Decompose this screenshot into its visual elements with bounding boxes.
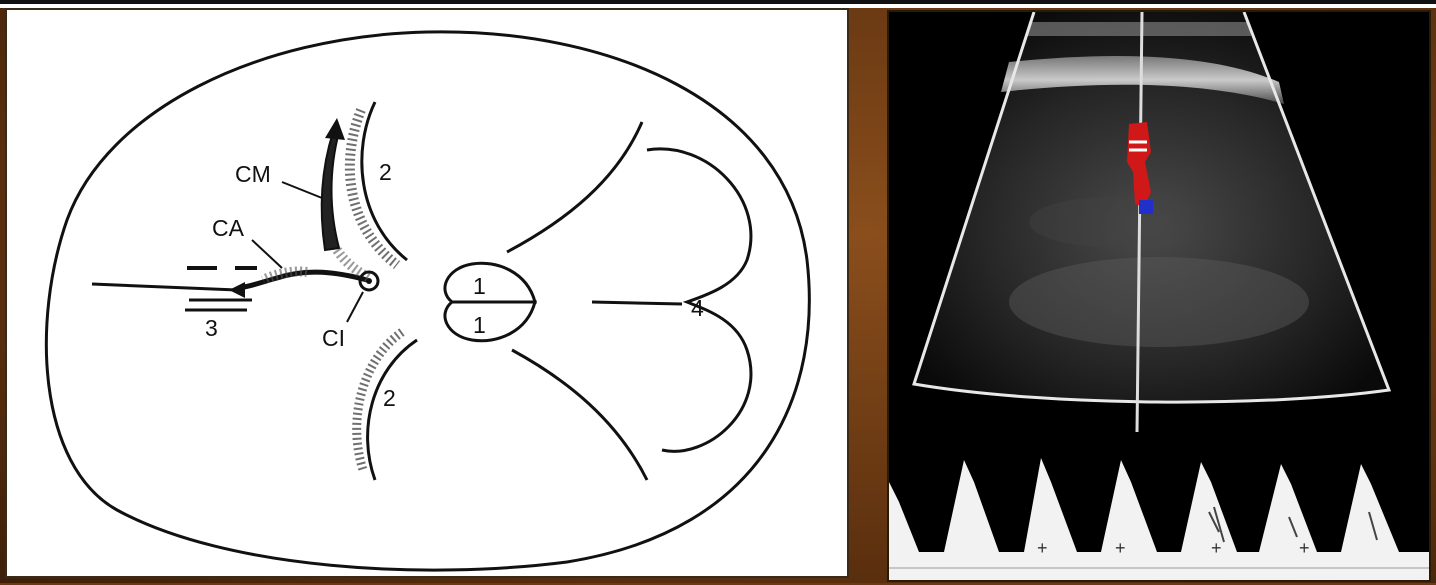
- anterior-cerebral-artery: [239, 272, 367, 288]
- echo-region-1: [1009, 257, 1309, 347]
- anatomy-diagram-panel: CM CA CI 2 2 3 1 1 4: [5, 8, 849, 578]
- label-4: 4: [691, 295, 704, 321]
- label-2-bottom: 2: [383, 385, 396, 411]
- marker-plus-4: +: [1299, 538, 1310, 558]
- echo-region-2: [1029, 197, 1189, 247]
- ultrasound-image: + + + +: [889, 12, 1429, 580]
- middle-cerebral-artery: [322, 132, 339, 250]
- probe-line: [92, 284, 237, 290]
- peduncle-top: [445, 263, 535, 302]
- tentorium-upper: [507, 122, 642, 252]
- peduncle-bottom: [445, 302, 535, 341]
- anatomy-diagram: CM CA CI 2 2 3 1 1 4: [7, 10, 847, 576]
- mca-arrowhead: [325, 118, 345, 140]
- line-4: [592, 302, 682, 304]
- label-2-top: 2: [379, 159, 392, 185]
- ultrasound-panel: + + + +: [887, 10, 1431, 582]
- ca-leader: [252, 240, 282, 268]
- color-doppler-blue: [1139, 200, 1153, 214]
- marker-plus-2: +: [1115, 538, 1126, 558]
- label-3: 3: [205, 315, 218, 341]
- label-cm: CM: [235, 161, 271, 187]
- top-strip: [0, 0, 1436, 8]
- internal-carotid-dot: [366, 278, 372, 284]
- marker-plus-3: +: [1211, 538, 1222, 558]
- tentorium-lower: [512, 350, 647, 480]
- label-1-bottom: 1: [473, 312, 486, 338]
- label-ci: CI: [322, 325, 345, 351]
- label-ca: CA: [212, 215, 245, 241]
- skull-echo-top: [1027, 22, 1251, 36]
- label-1-top: 1: [473, 273, 486, 299]
- marker-plus-1: +: [1037, 538, 1048, 558]
- ci-leader: [347, 292, 363, 322]
- cm-leader: [282, 182, 322, 198]
